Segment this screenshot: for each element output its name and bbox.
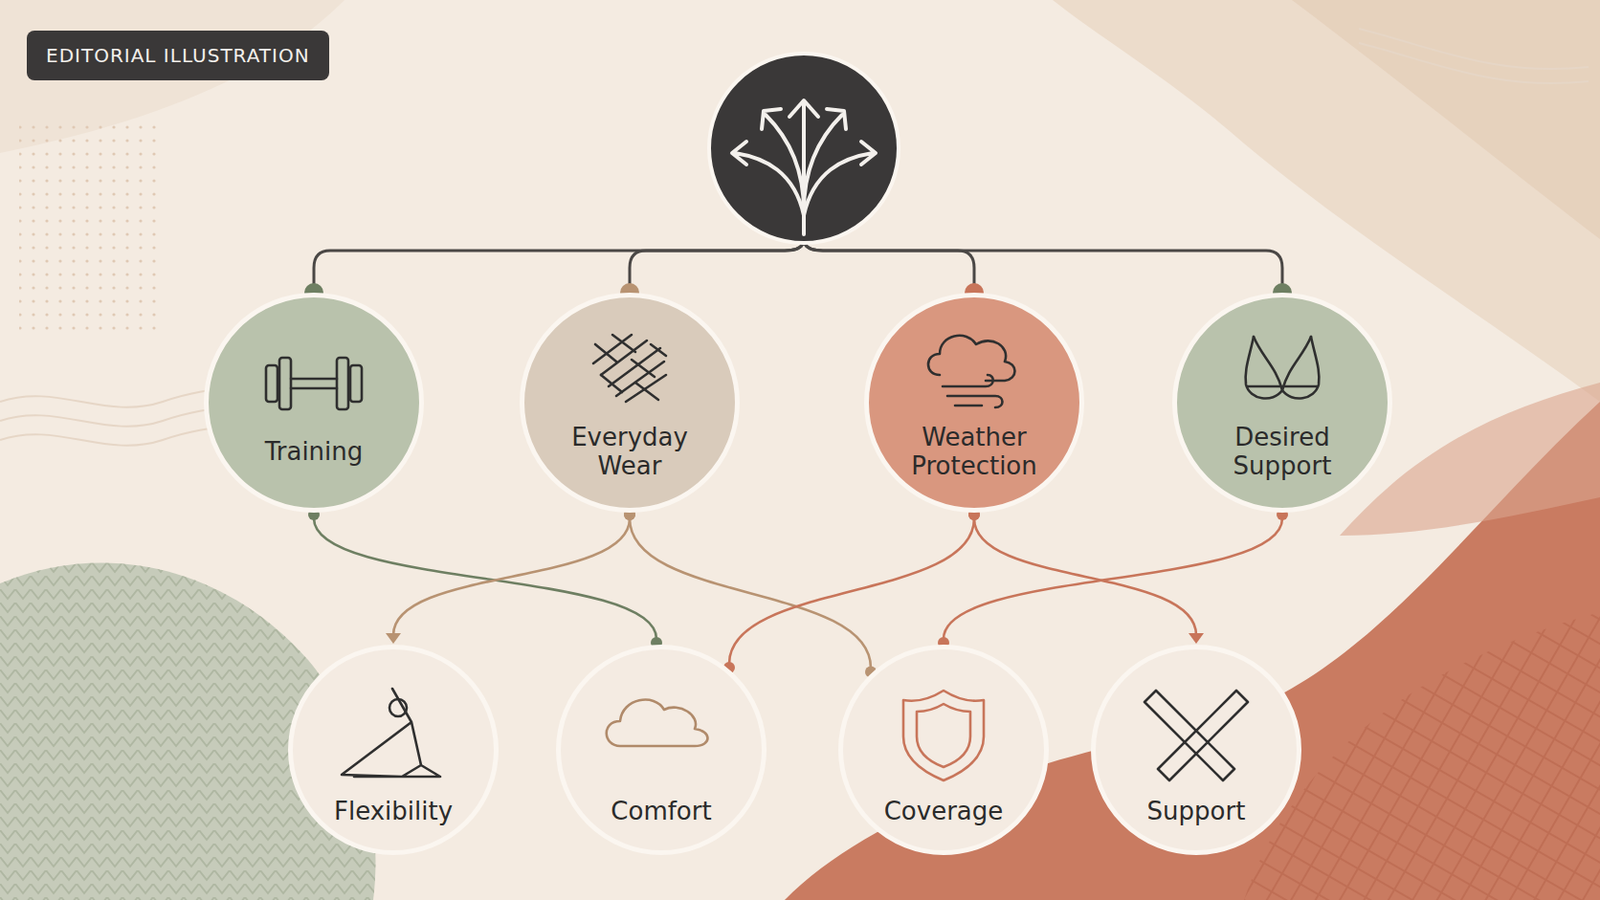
link-curve bbox=[974, 518, 1197, 636]
circle-label: Support bbox=[1095, 797, 1297, 826]
link-curve bbox=[729, 518, 975, 665]
arrow-head bbox=[1188, 633, 1204, 645]
circle-label: Coverage bbox=[843, 797, 1045, 826]
circle-label: Flexibility bbox=[292, 797, 494, 826]
circle-text: Weather Protection bbox=[868, 422, 1080, 481]
label-badge: EDITORIAL ILLUSTRATION bbox=[26, 30, 330, 81]
circle-label: Comfort bbox=[560, 797, 762, 826]
circle-text: Flexibility bbox=[292, 797, 494, 826]
category-circle: Weather Protection bbox=[864, 292, 1085, 513]
circle-label: Everyday Wear bbox=[524, 422, 735, 481]
category-circle: Desired Support bbox=[1172, 292, 1393, 513]
circle-text: Coverage bbox=[843, 797, 1045, 826]
category-circle: Comfort bbox=[555, 644, 767, 856]
circle-text: Comfort bbox=[560, 797, 762, 826]
category-circle: Coverage bbox=[838, 644, 1049, 856]
badge-text: EDITORIAL ILLUSTRATION bbox=[45, 44, 311, 67]
category-circle: Flexibility bbox=[288, 644, 499, 856]
circle-text: Support bbox=[1095, 797, 1297, 826]
root-tree bbox=[313, 239, 1283, 289]
category-circle: Support bbox=[1090, 644, 1302, 856]
link-curve bbox=[393, 518, 630, 636]
category-circle: Everyday Wear bbox=[519, 292, 740, 513]
circle-label: Desired Support bbox=[1177, 422, 1388, 481]
circle-label: Weather Protection bbox=[868, 422, 1080, 481]
arrow-head bbox=[385, 633, 401, 645]
root-circle bbox=[709, 53, 899, 244]
category-circle: Training bbox=[203, 292, 424, 513]
circle-text: Everyday Wear bbox=[524, 422, 735, 481]
circle-label: Training bbox=[208, 437, 420, 467]
circle-text: Training bbox=[208, 437, 420, 467]
link-curve bbox=[313, 518, 657, 640]
link-curve bbox=[943, 518, 1283, 640]
circle-text: Desired Support bbox=[1177, 422, 1388, 481]
